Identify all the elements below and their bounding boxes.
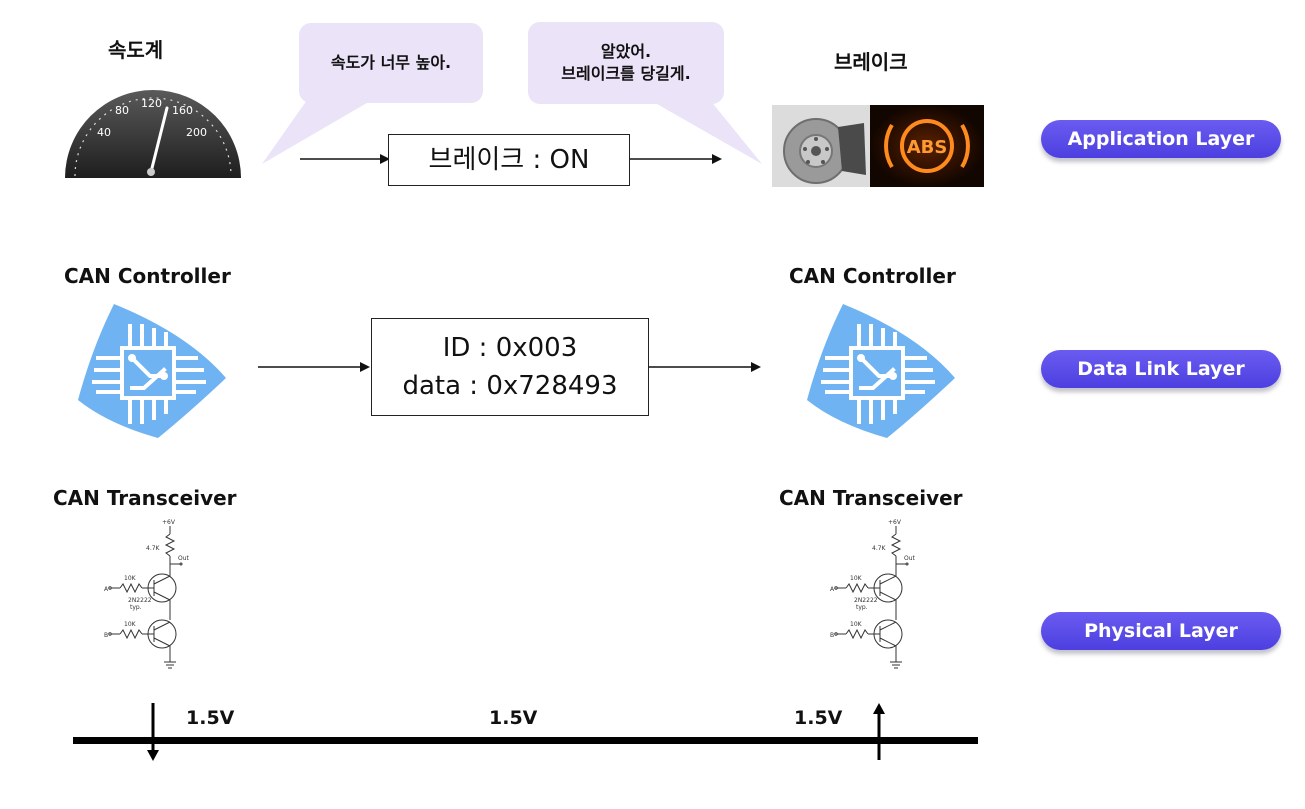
- chip-icon-right: [807, 304, 955, 438]
- can-frame-box: ID : 0x003 data : 0x728493: [371, 318, 649, 416]
- gauge-tick-80: 80: [115, 104, 129, 117]
- can-controller-right-label: CAN Controller: [789, 264, 956, 288]
- can-bus-line: [73, 703, 978, 761]
- app-message-box: 브레이크 : ON: [388, 134, 630, 186]
- voltage-label-middle: 1.5V: [489, 707, 538, 729]
- brake-label: 브레이크: [834, 50, 908, 74]
- bubble-right-line1: 알았어.: [600, 42, 652, 61]
- circuit-ra-label: 10K: [850, 575, 863, 582]
- circuit-rb-label: 10K: [850, 621, 863, 628]
- datalink-arrow-left: [258, 362, 370, 372]
- speech-bubble-left: 속도가 너무 높아.: [299, 23, 483, 103]
- transistor-circuit-right: +6V 4.7K Out 10K A 2N2222 typ. 10K B: [830, 519, 916, 669]
- bubble-right-tail: [650, 100, 762, 164]
- circuit-typ-label: typ.: [856, 604, 868, 611]
- gauge-tick-200: 200: [186, 126, 207, 139]
- gauge-tick-40: 40: [97, 126, 111, 139]
- circuit-typ-label: typ.: [130, 604, 142, 611]
- gauge-tick-160: 160: [172, 104, 193, 117]
- circuit-input-a: A: [104, 586, 109, 593]
- abs-warning-icon: ABS: [870, 105, 984, 187]
- speedometer-icon: 40 80 120 160 200: [65, 90, 241, 178]
- speech-bubble-right: 알았어. 브레이크를 당길게.: [528, 22, 724, 104]
- circuit-input-b: B: [830, 632, 834, 639]
- datalink-layer-text: Data Link Layer: [1077, 358, 1245, 380]
- app-arrow-left: [300, 154, 390, 164]
- datalink-layer-badge: Data Link Layer: [1041, 350, 1281, 388]
- bubble-right-line2: 브레이크를 당길게.: [561, 64, 691, 83]
- voltage-label-left: 1.5V: [186, 707, 235, 729]
- circuit-input-b: B: [104, 632, 108, 639]
- circuit-ra-label: 10K: [124, 575, 137, 582]
- circuit-rtop-label: 4.7K: [872, 545, 887, 552]
- chip-icon-left: [78, 304, 226, 438]
- circuit-rb-label: 10K: [124, 621, 137, 628]
- physical-layer-badge: Physical Layer: [1041, 612, 1281, 650]
- voltage-label-right: 1.5V: [794, 707, 843, 729]
- circuit-supply-label: +6V: [888, 519, 902, 526]
- circuit-transistor-label: 2N2222: [128, 597, 152, 604]
- application-layer-badge: Application Layer: [1041, 120, 1281, 158]
- circuit-out-label: Out: [904, 555, 916, 562]
- circuit-supply-label: +6V: [162, 519, 176, 526]
- bubble-left-text: 속도가 너무 높아.: [330, 53, 452, 72]
- app-arrow-right: [630, 154, 722, 164]
- circuit-out-label: Out: [178, 555, 190, 562]
- speedometer-label: 속도계: [108, 38, 164, 62]
- physical-layer-text: Physical Layer: [1084, 620, 1238, 642]
- can-controller-left-label: CAN Controller: [64, 264, 231, 288]
- circuit-rtop-label: 4.7K: [146, 545, 161, 552]
- abs-text: ABS: [907, 137, 948, 158]
- datalink-arrow-right: [649, 362, 761, 372]
- can-transceiver-right-label: CAN Transceiver: [779, 486, 963, 510]
- gauge-tick-120: 120: [141, 97, 162, 110]
- app-message-text: 브레이크 : ON: [428, 145, 590, 175]
- can-transceiver-left-label: CAN Transceiver: [53, 486, 237, 510]
- brake-disc-icon: [772, 105, 870, 187]
- circuit-transistor-label: 2N2222: [854, 597, 878, 604]
- bubble-left-tail: [262, 100, 372, 164]
- circuit-input-a: A: [830, 586, 835, 593]
- transistor-circuit-left: +6V 4.7K Out 10K A 2N2222 typ. 10K B: [104, 519, 190, 669]
- frame-data-text: data : 0x728493: [402, 371, 618, 401]
- application-layer-text: Application Layer: [1067, 128, 1255, 150]
- frame-id-text: ID : 0x003: [442, 333, 578, 363]
